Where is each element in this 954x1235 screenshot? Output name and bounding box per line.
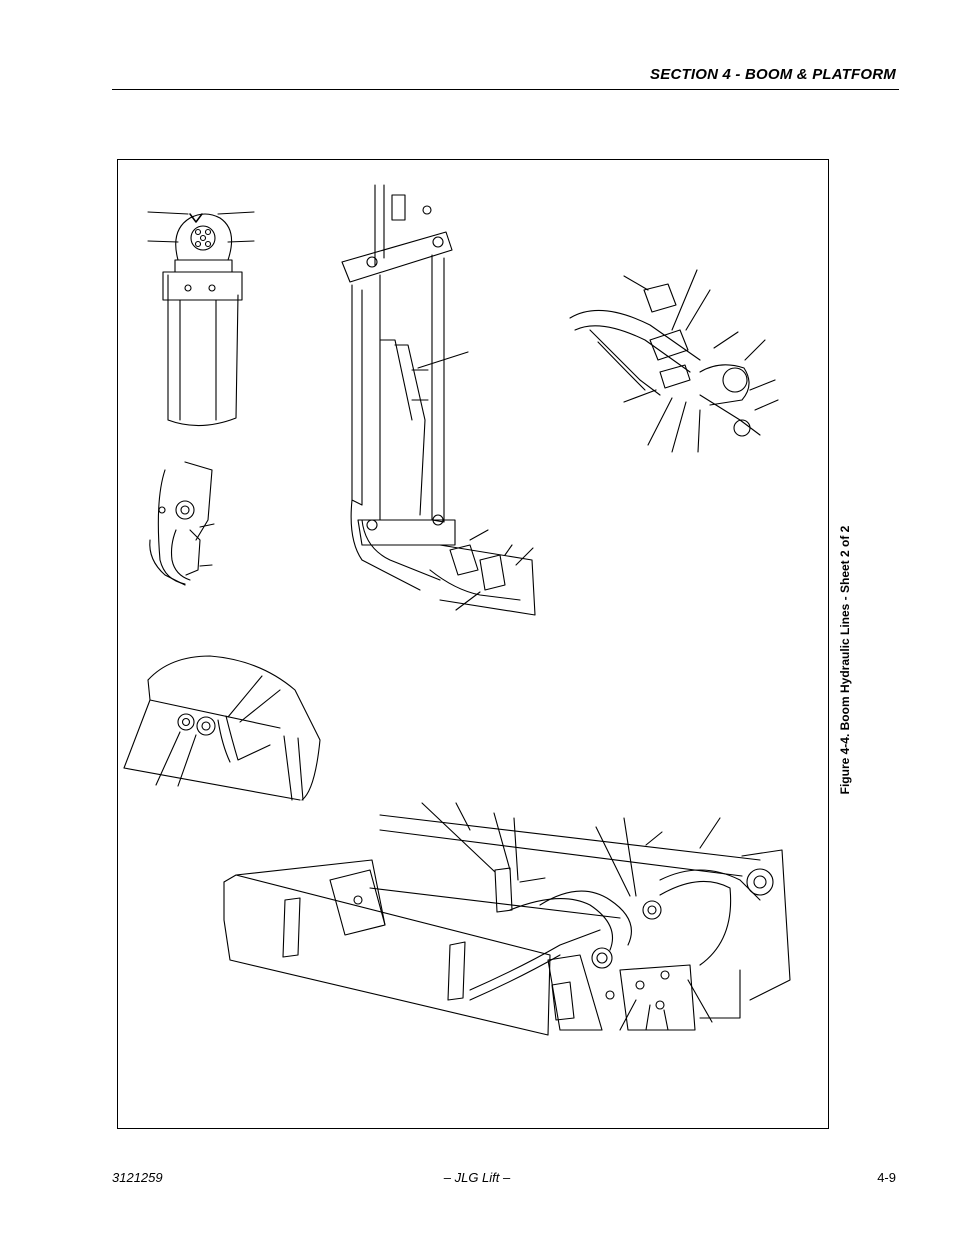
detail-manifold-hoses <box>569 269 779 453</box>
detail-boom-vertical <box>341 184 536 616</box>
detail-lower-boom-assembly <box>223 802 791 1036</box>
detail-boom-end <box>147 211 255 427</box>
section-title: SECTION 4 - BOOM & PLATFORM <box>650 66 896 83</box>
figure-caption-text: Figure 4-4. Boom Hydraulic Lines - Sheet… <box>838 525 852 795</box>
footer-brand: – JLG Lift – <box>443 1170 511 1185</box>
page-number: 4-9 <box>877 1170 896 1185</box>
detail-boom-base-fittings <box>123 655 321 801</box>
header-rule <box>112 89 899 90</box>
detail-fitting-side <box>149 461 215 586</box>
doc-number: 3121259 <box>112 1170 163 1185</box>
figure-frame <box>117 159 829 1129</box>
